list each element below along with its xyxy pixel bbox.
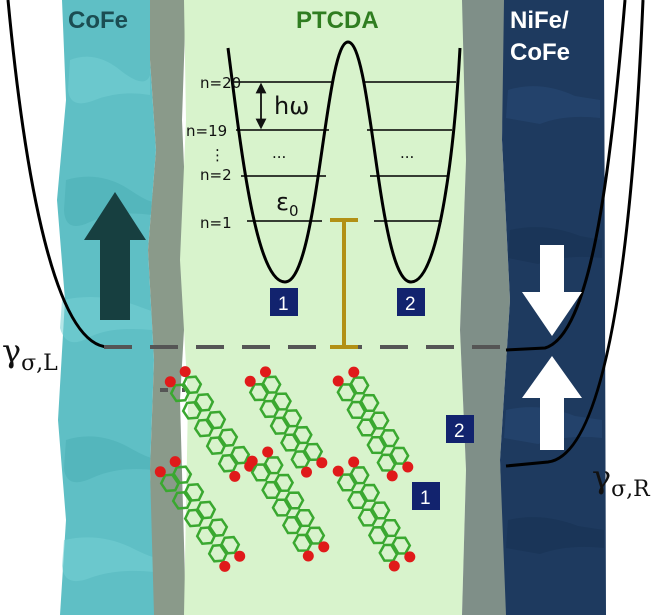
ptcda-molecule xyxy=(244,366,328,478)
h-omega-label: hω xyxy=(274,92,309,120)
oxygen-atom xyxy=(219,560,231,572)
oxygen-atom xyxy=(260,366,271,378)
oxygen-atom xyxy=(302,550,314,562)
levels-right-well xyxy=(364,81,456,222)
ptcda-molecule xyxy=(332,456,416,572)
ptcda-molecule xyxy=(246,446,330,562)
oxygen-atom xyxy=(179,366,191,378)
ptcda-molecule xyxy=(164,366,256,482)
cofe-texture xyxy=(60,56,159,582)
cofe-left-label: CoFe xyxy=(68,7,128,34)
oxygen-atom xyxy=(234,550,246,562)
svg-text:2: 2 xyxy=(454,421,465,442)
gamma-right-label: γσ,R xyxy=(592,458,651,502)
oxygen-atom xyxy=(404,551,416,563)
oxygen-atom xyxy=(301,466,312,478)
oxygen-atom xyxy=(246,455,258,467)
svg-text:2: 2 xyxy=(405,294,416,315)
oxygen-atom xyxy=(348,456,360,468)
oxygen-atom xyxy=(348,366,360,378)
energy-gap-bar xyxy=(330,218,358,349)
label-vdots: ⋮ xyxy=(210,146,225,164)
oxygen-atom xyxy=(262,446,274,458)
ptcda-label: PTCDA xyxy=(296,7,379,34)
spin-down-arrow-right xyxy=(522,245,582,336)
site-box-1-side: 1 xyxy=(412,482,440,510)
oxygen-atom xyxy=(169,456,181,468)
nife-label-line2: CoFe xyxy=(510,39,570,66)
site-box-2-top: 2 xyxy=(397,288,425,316)
levels-left-well xyxy=(231,81,332,222)
svg-text:1: 1 xyxy=(278,294,289,315)
spin-up-arrow-right xyxy=(522,356,582,450)
right-electrode-curve-lower xyxy=(505,0,645,468)
right-electrode-curve-upper xyxy=(505,0,627,352)
label-n19: n=19 xyxy=(186,122,227,140)
left-interface xyxy=(148,0,188,615)
label-n2: n=2 xyxy=(200,166,232,184)
oxygen-atom xyxy=(386,470,398,482)
oxygen-atom xyxy=(332,375,344,387)
svg-text:1: 1 xyxy=(420,488,431,509)
label-n1: n=1 xyxy=(200,214,232,232)
oxygen-atom xyxy=(154,466,166,478)
oxygen-atom xyxy=(332,465,344,477)
site-box-2-side: 2 xyxy=(446,415,474,443)
spin-up-arrow-left xyxy=(84,192,146,320)
oxygen-atom xyxy=(388,560,400,572)
oxygen-atom xyxy=(164,376,176,388)
oxygen-atom xyxy=(316,457,328,469)
ellipsis-right: ... xyxy=(400,144,414,162)
left-electrode-curve xyxy=(6,0,109,349)
double-well-potential xyxy=(226,40,462,284)
oxygen-atom xyxy=(229,470,241,482)
ellipsis-left: ... xyxy=(272,144,286,162)
epsilon-zero-label: ε0 xyxy=(276,188,299,220)
label-n20: n=20 xyxy=(200,74,241,92)
molecules xyxy=(154,366,416,572)
right-interface xyxy=(460,0,510,615)
oxygen-atom xyxy=(244,375,256,387)
ptcda-molecule xyxy=(332,366,414,482)
site-box-1-top: 1 xyxy=(270,288,298,316)
oxygen-atom xyxy=(318,541,330,553)
oxygen-atom xyxy=(402,461,414,473)
ptcda-molecule xyxy=(154,456,246,572)
gamma-left-label: γσ,L xyxy=(2,332,58,376)
nife-label-line1: NiFe/ xyxy=(510,7,569,34)
